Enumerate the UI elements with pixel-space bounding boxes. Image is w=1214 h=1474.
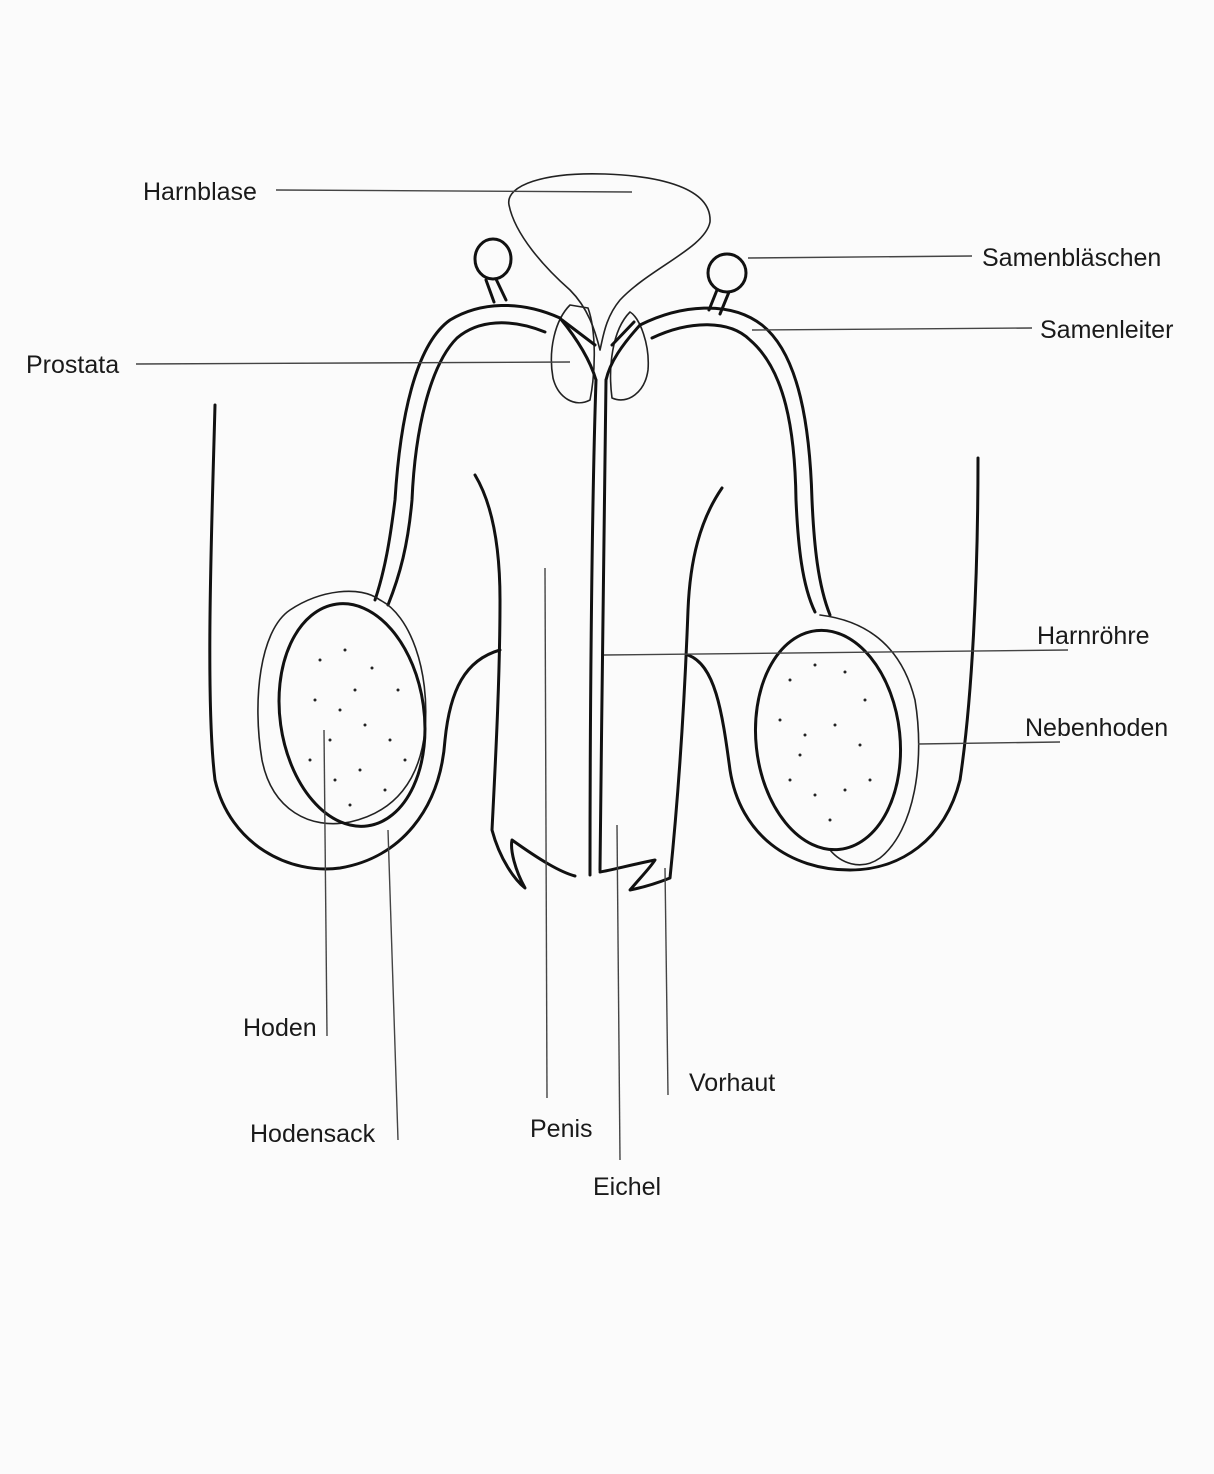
left-vas-deferens xyxy=(375,305,560,605)
label-samenleiter: Samenleiter xyxy=(1040,316,1173,344)
right-testis xyxy=(745,623,911,857)
bladder-outline xyxy=(509,174,710,350)
label-hoden: Hoden xyxy=(243,1014,317,1042)
left-testis xyxy=(265,594,439,836)
right-vas-deferens xyxy=(640,308,830,615)
leader-hodensack xyxy=(388,830,398,1140)
leader-prostata xyxy=(136,362,570,364)
left-seminal-vesicle xyxy=(475,239,511,302)
label-harnblase: Harnblase xyxy=(143,178,257,206)
penis-shape xyxy=(475,475,722,890)
label-prostata: Prostata xyxy=(26,351,119,379)
label-vorhaut: Vorhaut xyxy=(689,1069,775,1097)
label-penis: Penis xyxy=(530,1115,593,1143)
prostate xyxy=(551,305,648,403)
leader-penis xyxy=(545,568,547,1098)
label-harnroehre: Harnröhre xyxy=(1037,622,1150,650)
leader-nebenhoden xyxy=(918,742,1060,744)
label-samenblaeschen: Samenbläschen xyxy=(982,244,1161,272)
label-nebenhoden: Nebenhoden xyxy=(1025,714,1168,742)
left-scrotum xyxy=(210,405,500,869)
right-seminal-vesicle xyxy=(708,254,746,314)
leader-vorhaut xyxy=(665,868,668,1095)
left-testis-texture xyxy=(309,649,407,807)
label-hodensack: Hodensack xyxy=(250,1120,376,1148)
leader-samenblaeschen xyxy=(748,256,972,258)
leader-hoden xyxy=(324,730,327,1036)
leader-harnblase xyxy=(276,190,632,192)
label-eichel: Eichel xyxy=(593,1173,661,1201)
leader-eichel xyxy=(617,825,620,1160)
leader-harnroehre xyxy=(604,650,1068,655)
leader-samenleiter xyxy=(752,328,1032,330)
right-testis-texture xyxy=(779,664,872,822)
right-scrotum xyxy=(688,458,978,870)
